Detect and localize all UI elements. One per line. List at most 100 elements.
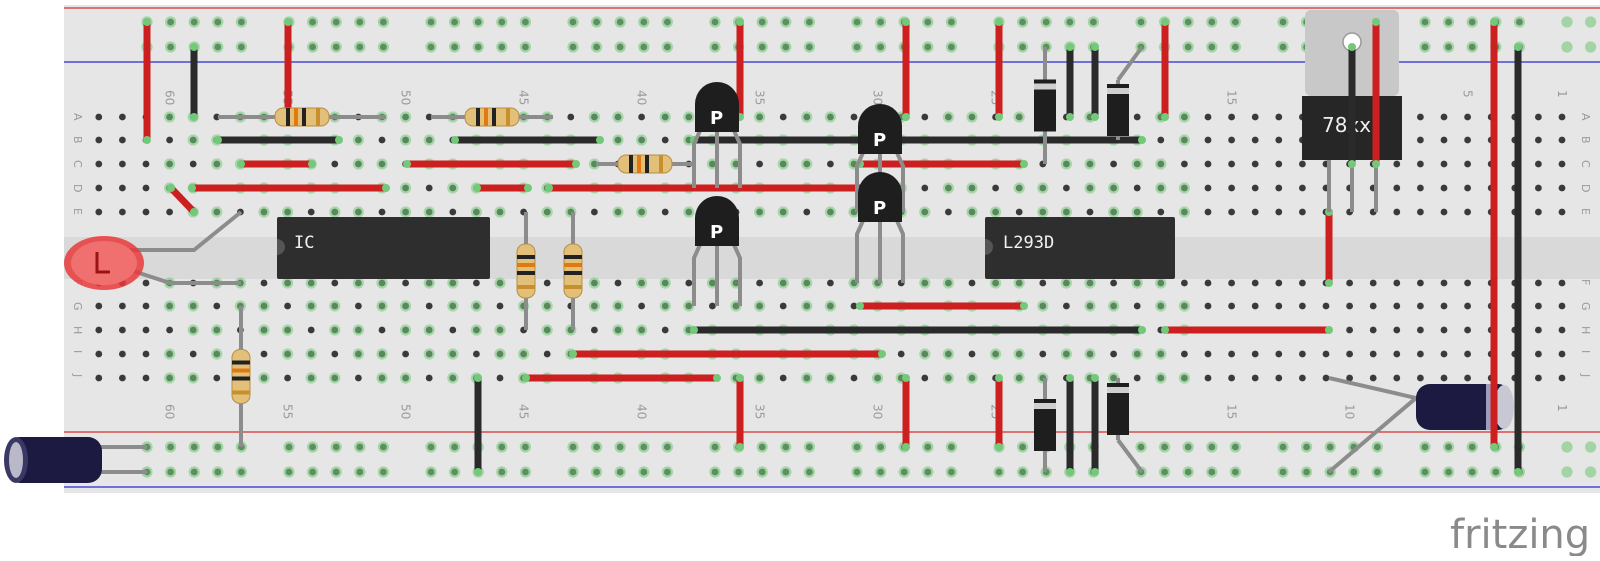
hole-highlight — [329, 324, 341, 336]
hole — [1063, 302, 1070, 310]
hole — [95, 184, 103, 192]
hole-highlight — [470, 324, 482, 336]
column-number: 35 — [753, 404, 767, 419]
component-lead — [1116, 438, 1144, 474]
row-letter: G — [1579, 302, 1592, 311]
hole-highlight — [612, 111, 624, 123]
wire-end — [596, 136, 604, 144]
hole — [1251, 113, 1259, 121]
rail-hole-highlight — [330, 441, 342, 453]
hole — [355, 302, 362, 310]
ic-chip[interactable]: IC — [277, 217, 490, 279]
resistor[interactable] — [464, 107, 520, 127]
regulator-label: 78xx — [1322, 113, 1371, 137]
rail-hole-highlight — [283, 466, 295, 478]
hole-highlight — [1131, 277, 1143, 289]
hole — [166, 136, 174, 144]
rail-hole-highlight — [591, 41, 603, 53]
diode[interactable] — [1034, 399, 1056, 451]
electrolytic-capacitor[interactable] — [4, 437, 102, 483]
diode[interactable] — [1107, 84, 1129, 136]
hole — [119, 160, 126, 168]
rail-hole-highlight — [803, 41, 816, 53]
resistor[interactable] — [516, 243, 536, 299]
hole-highlight — [1131, 206, 1143, 218]
diode[interactable] — [1034, 79, 1056, 132]
hole — [119, 208, 126, 216]
resistor[interactable] — [231, 349, 251, 404]
wire-end — [1490, 443, 1498, 451]
hole — [1417, 326, 1424, 334]
rail-hole-highlight — [1585, 466, 1597, 478]
hole — [1322, 374, 1330, 382]
hole — [473, 279, 480, 287]
component-lead — [129, 268, 241, 285]
hole-highlight — [282, 206, 294, 218]
hole-highlight — [942, 348, 955, 360]
rail-hole-highlight — [993, 466, 1005, 478]
row-letter: H — [71, 326, 84, 334]
transistor[interactable]: P — [695, 82, 739, 132]
rail-hole-highlight — [1206, 41, 1218, 53]
hole — [1275, 136, 1283, 144]
hole-highlight — [966, 182, 978, 194]
column-number: 1 — [1555, 90, 1569, 98]
wire-end — [1372, 18, 1380, 26]
hole-highlight — [588, 111, 601, 123]
hole — [260, 279, 268, 287]
hole — [1417, 208, 1424, 216]
diode[interactable] — [1107, 383, 1129, 435]
hole-highlight — [777, 206, 789, 218]
rail-hole-highlight — [591, 441, 603, 453]
rail-hole-highlight — [756, 16, 768, 28]
resistor[interactable] — [563, 243, 583, 299]
rail-hole-highlight — [1040, 16, 1052, 28]
hole-highlight — [1155, 277, 1167, 289]
hole — [756, 160, 763, 168]
rail-hole-highlight — [1229, 466, 1241, 478]
row-letter: G — [71, 302, 84, 311]
rail-hole-highlight — [1159, 466, 1171, 478]
transistor[interactable]: P — [858, 104, 902, 154]
column-number: 30 — [871, 90, 885, 105]
hole-highlight — [329, 372, 341, 384]
hole — [1181, 350, 1188, 358]
wire-end — [1066, 468, 1074, 476]
resistor[interactable] — [617, 154, 673, 174]
hole — [1558, 279, 1566, 287]
wire-end — [188, 184, 196, 192]
wire-end — [143, 136, 151, 144]
wire-end — [474, 468, 482, 476]
wire-end — [1138, 326, 1146, 334]
red-jumper-wire[interactable] — [167, 184, 198, 216]
wire-end — [143, 18, 151, 26]
hole — [425, 374, 433, 382]
transistor[interactable]: P — [695, 196, 739, 246]
hole-highlight — [919, 277, 931, 289]
led[interactable] — [64, 236, 144, 290]
hole — [1275, 113, 1283, 121]
rail-hole-highlight — [1561, 41, 1573, 53]
row-letter: B — [1579, 136, 1592, 144]
hole-highlight — [588, 158, 601, 170]
hole — [1346, 326, 1353, 334]
hole — [1393, 302, 1401, 310]
hole — [1275, 208, 1283, 216]
hole-highlight — [1013, 372, 1025, 384]
rail-hole-highlight — [1182, 466, 1194, 478]
resistor[interactable] — [274, 107, 330, 127]
hole — [189, 160, 197, 168]
hole-highlight — [400, 372, 412, 384]
wire-end — [690, 326, 698, 334]
rail-hole-highlight — [472, 16, 484, 28]
rail-hole-highlight — [1371, 466, 1383, 478]
transistor[interactable]: P — [858, 172, 902, 222]
wire-end — [308, 160, 316, 168]
rail-hole-highlight — [449, 441, 461, 453]
wire-end — [1066, 43, 1074, 51]
rail-hole-highlight — [1301, 441, 1313, 453]
rail-hole-highlight — [1301, 466, 1313, 478]
l293d-chip[interactable]: L293D — [985, 217, 1175, 279]
electrolytic-capacitor[interactable] — [1416, 384, 1514, 430]
hole — [1535, 302, 1542, 310]
